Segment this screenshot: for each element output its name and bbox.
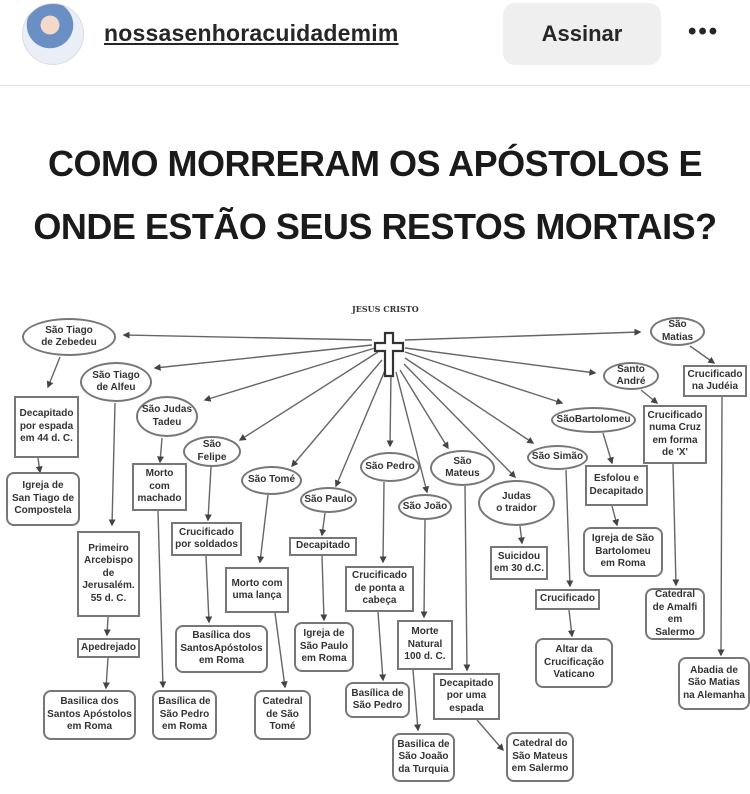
root-label: JESUS CRISTO xyxy=(352,304,419,314)
follow-button[interactable]: Assinar xyxy=(503,3,661,65)
info-box-and-rest: Catedral de Amalfi em Salermo xyxy=(645,588,705,640)
info-box-fel-rest: Basílica dos SantosApóstolos em Roma xyxy=(175,625,268,673)
connector-arrow xyxy=(35,457,43,474)
connector-arrow xyxy=(395,371,429,494)
info-box-jt-death: Morto com machado xyxy=(132,463,187,511)
connector-arrow xyxy=(274,612,288,689)
connector-arrow xyxy=(404,328,642,341)
connector-arrow xyxy=(257,494,269,564)
apostle-node-tome: São Tomé xyxy=(241,466,302,495)
connector-arrow xyxy=(565,469,574,588)
connector-arrow xyxy=(238,351,379,441)
connector-arrow xyxy=(204,466,212,522)
connector-arrow xyxy=(404,351,564,405)
connector-arrow xyxy=(156,437,164,464)
apostle-node-judas-tadeu: São Judas Tadeu xyxy=(136,396,198,437)
info-box-mat-death: Decapitado por uma espada xyxy=(433,673,500,720)
post-image: COMO MORRERAM OS APÓSTOLOS E ONDE ESTÃO … xyxy=(0,87,750,794)
connector-arrow xyxy=(379,481,387,564)
connector-arrow xyxy=(122,331,373,341)
connector-arrow xyxy=(320,555,328,622)
info-box-pau-death: Decapitado xyxy=(289,537,357,556)
more-horizontal-icon[interactable]: ••• xyxy=(688,18,720,45)
connector-arrow xyxy=(672,463,680,587)
connector-arrow xyxy=(412,669,422,732)
connector-arrow xyxy=(404,357,535,444)
connector-arrow xyxy=(399,369,449,450)
connector-arrow xyxy=(611,505,619,527)
info-box-mts-death: Crucificado na Judéia xyxy=(683,365,747,397)
connector-arrow xyxy=(153,344,373,371)
info-box-sim-rest: Altar da Crucificação Vaticano xyxy=(535,638,613,688)
connector-arrow xyxy=(602,432,614,465)
title-text: ONDE ESTÃO SEUS RESTOS MORTAIS? xyxy=(33,206,717,247)
connector-arrow xyxy=(463,485,471,672)
diagram-title-line1: COMO MORRERAM OS APÓSTOLOS E xyxy=(0,142,750,185)
connector-arrow xyxy=(386,371,394,448)
apostle-node-zebedeu: São Tiago de Zebedeu xyxy=(22,318,116,356)
apostle-node-pedro: São Pedro xyxy=(360,452,420,482)
info-box-alf-rest: Basilica dos Santos Apóstolos em Roma xyxy=(43,690,136,740)
connector-arrow xyxy=(717,396,725,657)
connector-arrow xyxy=(476,719,504,752)
info-box-bar-death: Esfolou e Decapitado xyxy=(585,465,648,506)
info-box-bar-rest: Igreja de São Bartolomeu em Roma xyxy=(583,527,663,577)
info-box-alf-info: Primeiro Arcebispo de Jerusalém. 55 d. C… xyxy=(77,531,140,617)
info-box-tom-rest: Catedral de São Tomé xyxy=(254,690,311,740)
connector-arrow xyxy=(640,389,659,404)
apostle-node-mateus: São Mateus xyxy=(430,450,495,486)
connector-arrow xyxy=(46,356,61,389)
connector-arrow xyxy=(108,402,116,527)
apostle-node-simao: São Simão xyxy=(527,445,588,470)
info-box-jud-death: Suicidou em 30 d.C. xyxy=(490,546,548,580)
connector-arrow xyxy=(403,363,516,478)
connector-arrow xyxy=(567,609,575,638)
info-box-alf-death: Apedrejado xyxy=(77,638,140,658)
info-box-and-death: Crucificado numa Cruz em forma de 'X' xyxy=(643,405,707,464)
diagram-title-line2: ONDE ESTÃO SEUS RESTOS MORTAIS? xyxy=(0,205,750,248)
apostle-node-alfeu: São Tiago de Alfeu xyxy=(80,362,152,402)
info-box-tom-death: Morto com uma lança xyxy=(225,567,289,613)
post-header: nossasenhoracuidademim Assinar ••• xyxy=(0,0,750,86)
connector-arrow xyxy=(420,519,428,619)
connector-arrow xyxy=(103,616,111,637)
apostle-node-bartolomeu: SãoBartolomeu xyxy=(551,407,636,433)
connector-arrow xyxy=(291,359,383,468)
info-box-pau-rest: Igreja de São Paulo em Roma xyxy=(294,622,354,672)
info-box-jt-rest: Basílica de São Pedro em Roma xyxy=(152,690,217,740)
avatar[interactable] xyxy=(22,3,84,65)
connector-arrow xyxy=(205,555,213,624)
apostle-node-felipe: São Felipe xyxy=(183,436,241,467)
info-box-ped-rest: Basílica de São Pedro xyxy=(345,682,410,718)
connector-arrow xyxy=(517,525,525,545)
apostle-node-joao: São João xyxy=(398,494,452,520)
info-box-zeb-death: Decapitado por espada em 44 d. C. xyxy=(14,396,79,458)
info-box-fel-death: Crucificado por soldados xyxy=(171,522,242,556)
title-text: COMO MORRERAM OS APÓSTOLOS E xyxy=(47,143,703,184)
connector-arrow xyxy=(203,347,376,402)
info-box-sim-death: Crucificado xyxy=(535,589,600,610)
connector-arrow xyxy=(334,367,387,488)
info-box-joa-death: Morte Natural 100 d. C. xyxy=(397,620,453,670)
apostle-node-andre: Santo André xyxy=(603,362,659,390)
info-box-mts-rest: Abadia de São Matias na Alemanha xyxy=(678,657,750,710)
connector-arrow xyxy=(404,347,597,376)
info-box-zeb-rest: Igreja de San Tiago de Compostela xyxy=(6,472,80,526)
info-box-mat-rest: Catedral do São Mateus em Salermo xyxy=(506,732,574,782)
apostle-node-paulo: São Paulo xyxy=(300,487,357,513)
info-box-joa-rest: Basilica de São Joaão da Turquia xyxy=(392,733,455,782)
apostle-node-judas: Judas o traidor xyxy=(478,480,555,526)
connector-arrow xyxy=(102,657,110,690)
apostle-node-matias: São Matias xyxy=(650,317,705,346)
connector-arrow xyxy=(157,510,167,689)
connector-arrow xyxy=(377,611,387,682)
connector-arrow xyxy=(319,512,327,537)
connector-arrow xyxy=(689,345,716,364)
cross-icon xyxy=(373,331,405,378)
username-link[interactable]: nossasenhoracuidademim xyxy=(104,20,399,46)
info-box-ped-death: Crucificado de ponta a cabeça xyxy=(345,566,414,612)
